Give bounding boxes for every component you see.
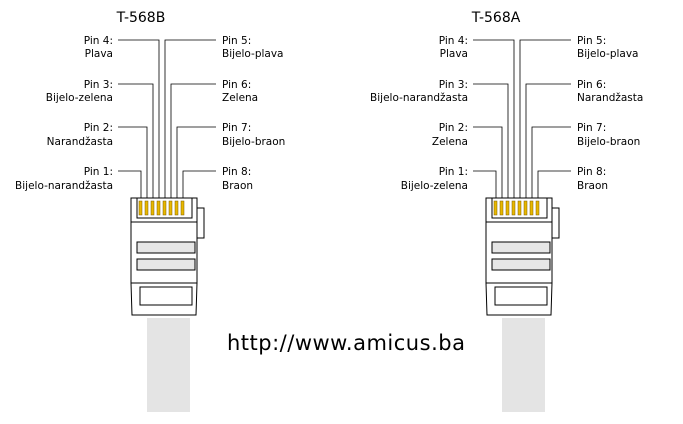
- pin-contact: [162, 200, 167, 216]
- leader-line: [164, 39, 216, 198]
- plug-slot: [136, 258, 196, 271]
- pin-label: Pin 2:: [439, 122, 468, 134]
- plug-window: [494, 286, 548, 306]
- leader-line: [473, 126, 503, 198]
- pin-contact: [493, 200, 498, 216]
- pin-contact: [156, 200, 161, 216]
- pin-label: Pin 1:: [84, 166, 113, 178]
- pin-label: Pin 2:: [84, 122, 113, 134]
- locking-tab: [196, 207, 205, 239]
- pin-label: Pin 4:: [84, 35, 113, 47]
- pin-contact: [529, 200, 534, 216]
- pin-color: Bijelo-narandžasta: [370, 92, 468, 104]
- pin-label: Pin 7:: [577, 122, 606, 134]
- pin-contact: [505, 200, 510, 216]
- pin-label: Pin 1:: [439, 166, 468, 178]
- pin-color: Bijelo-narandžasta: [15, 180, 113, 192]
- pin-contact: [517, 200, 522, 216]
- pin-color: Zelena: [432, 136, 468, 148]
- pin-contact: [535, 200, 540, 216]
- leader-line: [118, 126, 148, 198]
- leader-line: [473, 170, 497, 198]
- pin-contact: [511, 200, 516, 216]
- leader-line: [531, 126, 571, 198]
- pin-color: Zelena: [222, 92, 258, 104]
- leader-line: [170, 83, 216, 198]
- pin-label: Pin 6:: [577, 79, 606, 91]
- pin-color: Braon: [222, 180, 253, 192]
- locking-tab: [551, 207, 560, 239]
- pin-label: Pin 3:: [439, 79, 468, 91]
- pin-contact: [174, 200, 179, 216]
- pin-color: Plava: [440, 48, 468, 60]
- pin-label: Pin 4:: [439, 35, 468, 47]
- plug-slot: [491, 241, 551, 254]
- pin-color: Bijelo-zelena: [46, 92, 113, 104]
- pin-label: Pin 5:: [577, 35, 606, 47]
- cable: [147, 318, 190, 412]
- pin-color: Plava: [85, 48, 113, 60]
- pin-label: Pin 5:: [222, 35, 251, 47]
- plug-window: [139, 286, 193, 306]
- pin-color: Narandžasta: [47, 136, 113, 148]
- pin-contact: [523, 200, 528, 216]
- leader-line: [525, 83, 571, 198]
- pin-contact: [168, 200, 173, 216]
- plug-slot: [491, 258, 551, 271]
- pin-contact: [180, 200, 185, 216]
- leader-line: [473, 83, 509, 198]
- pin-label: Pin 8:: [577, 166, 606, 178]
- cable: [502, 318, 545, 412]
- standard-title: T-568B: [116, 10, 166, 26]
- pin-color: Bijelo-plava: [222, 48, 284, 60]
- leader-line: [118, 170, 142, 198]
- leader-line: [537, 170, 571, 198]
- leader-line: [519, 39, 571, 198]
- pin-label: Pin 8:: [222, 166, 251, 178]
- pin-label: Pin 3:: [84, 79, 113, 91]
- plug-slot: [136, 241, 196, 254]
- pin-contact: [144, 200, 149, 216]
- leader-line: [118, 83, 154, 198]
- leader-line: [118, 39, 160, 198]
- website-url: http://www.amicus.ba: [227, 331, 465, 355]
- standard-title: T-568A: [471, 10, 521, 26]
- pin-contact: [150, 200, 155, 216]
- pin-contact: [138, 200, 143, 216]
- pin-color: Bijelo-zelena: [401, 180, 468, 192]
- pin-contact: [499, 200, 504, 216]
- pin-color: Bijelo-braon: [577, 136, 640, 148]
- pin-color: Narandžasta: [577, 92, 643, 104]
- leader-line: [182, 170, 216, 198]
- pin-color: Bijelo-plava: [577, 48, 639, 60]
- pin-label: Pin 7:: [222, 122, 251, 134]
- pin-color: Bijelo-braon: [222, 136, 285, 148]
- leader-line: [473, 39, 515, 198]
- pin-color: Braon: [577, 180, 608, 192]
- leader-line: [176, 126, 216, 198]
- pin-label: Pin 6:: [222, 79, 251, 91]
